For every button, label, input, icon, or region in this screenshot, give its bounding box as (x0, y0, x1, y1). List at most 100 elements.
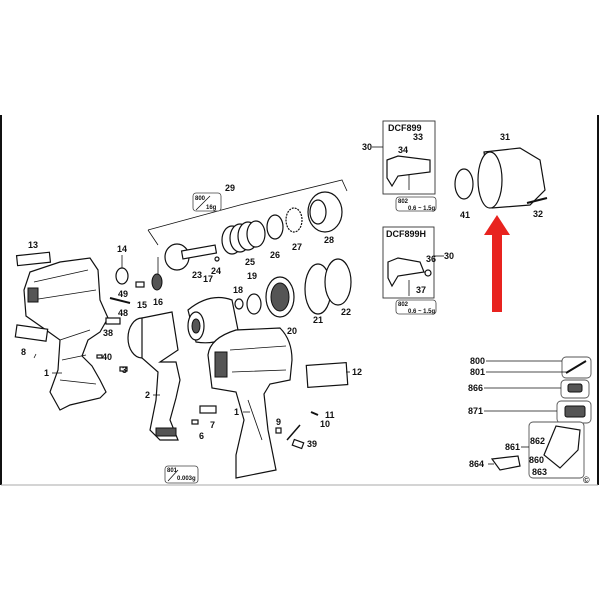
label-plate-13 (15, 251, 52, 267)
copyright-mark: © (583, 475, 590, 485)
callout: 30 (444, 251, 454, 261)
callout: 11 (325, 410, 335, 420)
callout: 14 (117, 244, 127, 254)
callout: 29 (225, 183, 235, 193)
spring-49 (109, 297, 131, 304)
callout: 28 (324, 235, 334, 245)
callout: 23 (192, 270, 202, 280)
callout: 10 (320, 419, 330, 429)
belt-clip-864 (490, 455, 521, 471)
lube-tag-802a: 802 0.6 ~ 1.5g (395, 196, 437, 212)
label-plate-8 (14, 324, 49, 342)
highlight-arrow-icon (484, 215, 510, 312)
anvil-cover-20 (265, 276, 295, 318)
callout: 26 (270, 250, 280, 260)
case-860 (543, 425, 581, 469)
pin-32 (526, 197, 548, 204)
washer-19 (246, 293, 262, 315)
callout: 20 (287, 326, 297, 336)
callout: 24 (211, 266, 221, 276)
callout: 38 (103, 328, 113, 338)
callout: 863 (532, 467, 547, 477)
tag-amount: 0.003g (177, 476, 196, 482)
tag-code: 801 (167, 468, 178, 474)
hammer-23 (164, 243, 218, 271)
callout: 801 (470, 367, 485, 377)
switch-7 (199, 405, 217, 414)
callout: 9 (276, 417, 281, 427)
callout: 864 (469, 459, 484, 469)
callout: 800 (470, 356, 485, 366)
callout: 15 (137, 300, 147, 310)
variant-box-dcf899h: DCF899H (382, 226, 435, 299)
washer-26 (266, 214, 284, 240)
callout: 19 (247, 271, 257, 281)
spring-11 (310, 411, 319, 416)
callout: 860 (529, 455, 544, 465)
callout: 12 (352, 367, 362, 377)
callout: 18 (233, 285, 243, 295)
callout: 30 (362, 142, 372, 152)
screw-3 (119, 366, 128, 372)
ring-22 (324, 258, 352, 306)
bearing-27 (285, 207, 303, 233)
callout: 49 (118, 289, 128, 299)
group-bracket-29 (147, 179, 348, 231)
housing-main (207, 327, 293, 479)
tag-amount: 0.6 ~ 1.5g (408, 309, 436, 315)
callout: 34 (398, 145, 408, 155)
callout: 1 (44, 368, 49, 378)
model-label: DCF899H (386, 229, 426, 239)
leader-lines (33, 146, 566, 465)
tag-code: 802 (398, 302, 409, 308)
callout: 861 (505, 442, 520, 452)
tag-amount: 16g (206, 205, 217, 211)
callout: 25 (245, 257, 255, 267)
callout: 16 (153, 297, 163, 307)
callout: 866 (468, 383, 483, 393)
callout: 871 (468, 406, 483, 416)
rod-10 (286, 424, 301, 441)
callout: 40 (102, 352, 112, 362)
housing-left-half (23, 257, 109, 411)
callout: 13 (28, 240, 38, 250)
ball-24 (214, 256, 220, 262)
callout: 862 (530, 436, 545, 446)
spring-25 (221, 220, 266, 255)
model-label: DCF899 (388, 123, 422, 133)
callout: 22 (341, 307, 351, 317)
callout: 37 (416, 285, 426, 295)
lube-tag-802b: 802 0.6 ~ 1.5g (395, 299, 437, 315)
callout: 48 (118, 308, 128, 318)
screw-9 (275, 427, 282, 434)
washer-14 (115, 267, 129, 285)
callout: 3 (122, 365, 127, 375)
cup-28 (307, 191, 343, 233)
hammer-case-17 (187, 297, 239, 344)
callout: 1 (234, 407, 239, 417)
screw-40 (96, 354, 103, 359)
callout: 32 (533, 209, 543, 219)
callout: 7 (210, 420, 215, 430)
callout: 39 (307, 439, 317, 449)
callout: 21 (313, 315, 323, 325)
lube-tag-800: 800 16g (192, 192, 222, 212)
plate-39 (291, 438, 305, 450)
switch-38 (105, 317, 121, 325)
motor-assembly-2 (127, 311, 181, 441)
callout: 36 (426, 254, 436, 264)
callout: 2 (145, 390, 150, 400)
callout: 41 (460, 210, 470, 220)
pin-15 (135, 281, 145, 288)
callout: 8 (21, 347, 26, 357)
washer-41 (454, 168, 474, 200)
clip-6 (191, 419, 199, 425)
tag-code: 800 (195, 196, 206, 202)
callout: 33 (413, 132, 423, 142)
callout: 31 (500, 132, 510, 142)
nose-housing-31 (477, 147, 546, 209)
callout: 27 (292, 242, 302, 252)
tag-code: 802 (398, 199, 409, 205)
variant-box-dcf899: DCF899 (382, 120, 436, 195)
